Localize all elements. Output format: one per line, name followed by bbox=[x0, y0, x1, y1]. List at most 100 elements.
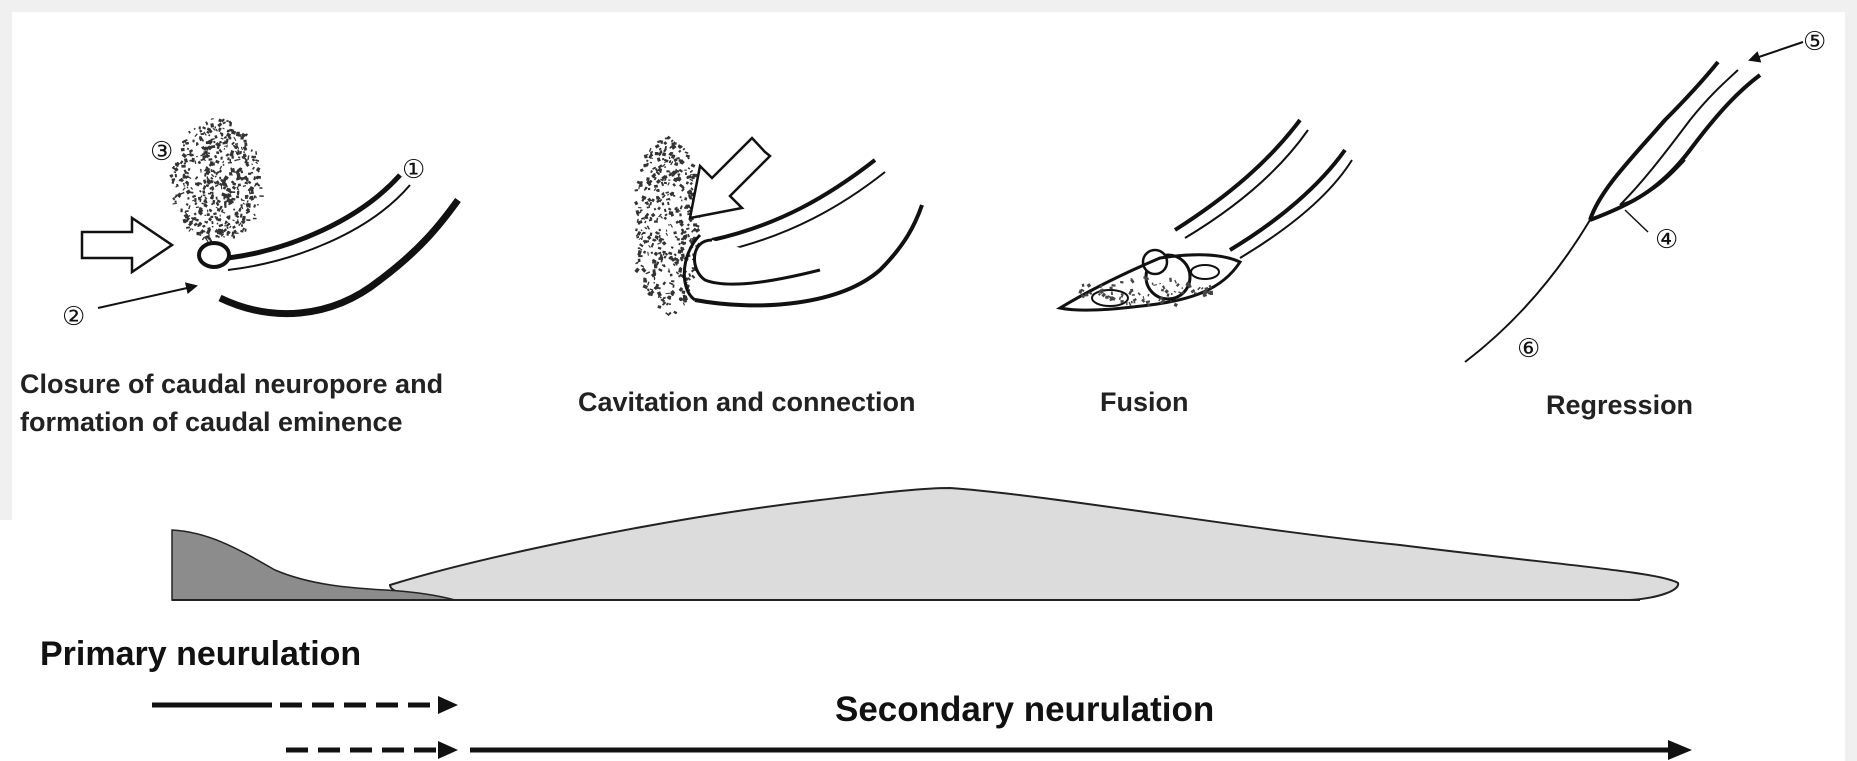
cell-speck bbox=[222, 128, 224, 130]
stage2-drawing bbox=[634, 136, 922, 316]
cell-speck bbox=[211, 118, 214, 120]
cell-speck bbox=[672, 183, 676, 187]
cell-speck bbox=[657, 242, 661, 245]
cell-speck bbox=[232, 186, 236, 190]
cell-speck bbox=[183, 183, 185, 185]
cell-speck bbox=[691, 275, 695, 279]
cell-speck bbox=[687, 223, 690, 226]
cell-speck bbox=[222, 164, 224, 166]
cell-speck bbox=[199, 190, 202, 193]
cell-speck bbox=[641, 229, 643, 231]
cell-speck bbox=[654, 220, 658, 222]
cell-speck bbox=[188, 205, 191, 209]
cell-speck bbox=[186, 226, 190, 229]
cell-speck bbox=[204, 215, 206, 217]
cell-speck bbox=[250, 196, 254, 200]
cell-speck bbox=[216, 207, 219, 210]
cell-speck bbox=[639, 243, 644, 247]
cell-speck bbox=[255, 162, 258, 165]
cell-speck bbox=[243, 151, 244, 153]
cell-speck bbox=[246, 219, 250, 221]
cell-speck bbox=[640, 168, 644, 172]
cell-speck bbox=[213, 141, 216, 144]
cell-speck bbox=[222, 211, 226, 213]
cell-speck bbox=[194, 198, 196, 202]
cell-speck bbox=[1131, 301, 1133, 303]
cell-speck bbox=[679, 169, 683, 173]
cell-speck bbox=[646, 160, 648, 162]
cell-speck bbox=[1194, 292, 1197, 294]
cell-speck bbox=[650, 170, 653, 173]
cell-speck bbox=[241, 224, 243, 227]
cell-speck bbox=[236, 133, 240, 137]
cell-speck bbox=[244, 142, 247, 146]
cell-speck bbox=[659, 148, 662, 151]
cell-speck bbox=[647, 225, 650, 229]
cell-speck bbox=[207, 210, 209, 213]
cell-speck bbox=[226, 153, 230, 157]
cell-speck bbox=[192, 195, 196, 198]
cell-speck bbox=[254, 176, 256, 180]
cell-speck bbox=[175, 174, 177, 177]
cell-speck bbox=[674, 253, 677, 256]
cell-speck bbox=[654, 185, 658, 188]
cell-speck bbox=[644, 221, 647, 224]
cell-speck bbox=[643, 232, 646, 234]
cell-speck bbox=[664, 182, 667, 185]
cell-speck bbox=[658, 247, 662, 250]
cell-speck bbox=[681, 200, 682, 202]
cell-speck bbox=[1126, 301, 1128, 305]
cell-speck bbox=[1147, 294, 1149, 297]
cell-speck bbox=[690, 170, 694, 173]
marker-1: ① bbox=[402, 155, 425, 185]
cell-speck bbox=[200, 133, 204, 135]
cell-speck bbox=[656, 179, 661, 184]
cavitation-cells bbox=[634, 136, 701, 316]
cell-speck bbox=[171, 180, 174, 184]
cell-speck bbox=[658, 268, 663, 272]
cell-speck bbox=[1169, 278, 1172, 282]
cell-speck bbox=[186, 203, 189, 206]
cell-speck bbox=[673, 311, 677, 315]
cell-speck bbox=[218, 119, 222, 123]
cell-speck bbox=[174, 200, 176, 202]
cell-speck bbox=[677, 238, 680, 240]
cell-speck bbox=[240, 222, 242, 224]
cell-speck bbox=[218, 224, 223, 228]
cell-speck bbox=[664, 213, 667, 216]
cell-speck bbox=[679, 196, 682, 199]
cell-speck bbox=[231, 130, 236, 134]
cell-speck bbox=[665, 191, 669, 193]
cell-speck bbox=[683, 297, 687, 300]
cell-speck bbox=[634, 267, 639, 273]
cell-speck bbox=[216, 151, 219, 154]
stage1-label-line1: Closure of caudal neuropore and bbox=[20, 366, 443, 402]
cell-speck bbox=[667, 182, 669, 185]
cell-speck bbox=[1174, 303, 1178, 307]
cell-speck bbox=[255, 151, 257, 155]
cell-speck bbox=[665, 138, 669, 140]
cell-speck bbox=[641, 195, 646, 200]
cell-speck bbox=[249, 203, 251, 208]
cell-speck bbox=[222, 178, 226, 183]
cell-speck bbox=[666, 293, 670, 294]
cell-speck bbox=[210, 169, 212, 172]
cell-speck bbox=[669, 211, 674, 215]
cell-speck bbox=[1197, 287, 1201, 291]
cell-speck bbox=[1132, 294, 1135, 296]
cell-speck bbox=[650, 162, 652, 164]
cell-speck bbox=[688, 273, 691, 277]
cell-speck bbox=[667, 202, 670, 206]
cell-speck bbox=[226, 227, 228, 229]
cell-speck bbox=[224, 148, 226, 150]
cell-speck bbox=[643, 251, 646, 254]
cell-speck bbox=[1141, 299, 1145, 303]
cell-speck bbox=[226, 138, 229, 141]
cell-speck bbox=[228, 129, 230, 132]
cell-speck bbox=[250, 149, 253, 152]
cell-speck bbox=[223, 236, 225, 238]
cell-speck bbox=[669, 157, 671, 160]
secondary-neurulation-area bbox=[390, 488, 1678, 600]
cell-speck bbox=[685, 172, 687, 175]
cell-speck bbox=[666, 230, 667, 232]
